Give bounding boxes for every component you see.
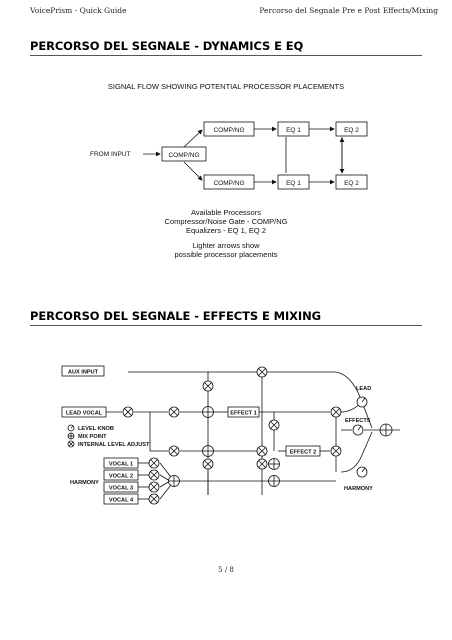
eq2-top-block: EQ 2 [335,121,368,137]
mix-point-icon [202,406,214,418]
internal-level-adjust-icon [256,366,268,378]
internal-level-adjust-icon [202,458,214,470]
section-title-effects-mixing: PERCORSO DEL SEGNALE - EFFECTS E MIXING [30,309,321,323]
internal-level-adjust-icon [168,406,180,418]
mix-point-icon [268,458,280,470]
internal-level-adjust-icon [148,481,160,493]
svg-text:COMP/NG: COMP/NG [168,152,199,159]
svg-text:LEAD VOCAL: LEAD VOCAL [66,411,103,417]
vocal-3-box: VOCAL 3 [103,481,139,493]
vocal-2-box: VOCAL 2 [103,469,139,481]
svg-text:COMP/NG: COMP/NG [213,127,244,134]
mix-point-icon [268,475,280,487]
output-mix-point-icon [379,423,393,437]
internal-level-adjust-icon [330,406,342,418]
effects-level-knob-icon [352,424,364,436]
harmony-knob-label: HARMONY [344,486,373,492]
harmony-label: HARMONY [70,480,99,486]
processors-line-1: Compressor/Noise Gate - COMP/NG [164,217,288,226]
header-right: Percorso del Segnale Pre e Post Effects/… [259,6,438,15]
internal-level-adjust-icon [168,445,180,457]
legend-level-knob-icon [67,424,75,432]
mix-point-icon [168,475,180,487]
svg-text:EFFECT 2: EFFECT 2 [290,450,316,456]
svg-text:VOCAL 2: VOCAL 2 [109,474,133,480]
legend-level-knob-label: LEVEL KNOB [78,426,114,432]
effect-2-box: EFFECT 2 [285,445,321,457]
dynamics-eq-diagram: COMP/NG EQ 1 EQ 2 FROM INPUT COMP/NG COM… [90,121,368,190]
header-left: VoicePrism - Quick Guide [30,6,127,15]
internal-level-adjust-icon [256,445,268,457]
section-title-dynamics-eq: PERCORSO DEL SEGNALE - DYNAMICS E EQ [30,39,304,53]
effects-knob-label: EFFECTS [345,418,371,424]
effect-1-box: EFFECT 1 [227,406,260,418]
note-line-2: possible processor placements [174,250,278,259]
effects-mixing-diagram: AUX INPUT LEAD VOCAL EFFECT 1 EFFECT 2 V… [61,365,400,505]
svg-text:AUX INPUT: AUX INPUT [68,370,99,376]
internal-level-adjust-icon [268,419,280,431]
svg-text:EQ 1: EQ 1 [286,180,301,187]
comp-ng-bottom-block: COMP/NG [203,174,255,190]
internal-level-adjust-icon [330,445,342,457]
legend-internal-level-label: INTERNAL LEVEL ADJUST [78,442,150,448]
eq2-bottom-block: EQ 2 [335,174,368,190]
svg-text:EQ 1: EQ 1 [286,127,301,134]
svg-text:VOCAL 3: VOCAL 3 [109,486,133,492]
eq1-top-block: EQ 1 [277,121,310,137]
svg-text:EFFECT 1: EFFECT 1 [230,411,256,417]
page-number: 5 / 8 [218,566,234,574]
internal-level-adjust-icon [148,469,160,481]
internal-level-adjust-icon [148,457,160,469]
svg-text:COMP/NG: COMP/NG [213,180,244,187]
internal-level-adjust-icon [148,493,160,505]
lead-vocal-box: LEAD VOCAL [61,406,107,418]
diagram-title: SIGNAL FLOW SHOWING POTENTIAL PROCESSOR … [107,82,345,91]
comp-ng-middle-block: COMP/NG [161,146,207,162]
svg-text:VOCAL 1: VOCAL 1 [109,462,133,468]
note-line-1: Lighter arrows show [192,241,260,250]
processors-line-2: Equalizers - EQ 1, EQ 2 [185,226,267,235]
internal-level-adjust-icon [202,380,214,392]
vocal-1-box: VOCAL 1 [103,457,139,469]
internal-level-adjust-icon [256,458,268,470]
svg-text:EQ 2: EQ 2 [344,127,359,134]
from-input-label: FROM INPUT [90,151,130,158]
harmony-level-knob-icon [356,466,368,478]
svg-text:VOCAL 4: VOCAL 4 [109,498,134,504]
internal-level-adjust-icon [122,406,134,418]
lead-knob-label: LEAD [356,386,371,392]
processors-heading: Available Processors [191,208,261,217]
mix-point-icon [202,445,214,457]
aux-input-box: AUX INPUT [61,365,105,377]
section-rule [30,325,422,326]
section-rule [30,55,422,56]
svg-text:EQ 2: EQ 2 [344,180,359,187]
vocal-4-box: VOCAL 4 [103,493,139,505]
eq1-bottom-block: EQ 1 [277,174,310,190]
internal-level-adjusters [122,366,342,505]
mix-points [168,406,280,487]
legend-mix-point-icon [67,432,75,440]
lead-level-knob-icon [356,396,368,408]
legend-internal-level-icon [67,440,75,448]
comp-ng-top-block: COMP/NG [203,121,255,137]
legend-mix-point-label: MIX POINT [78,434,107,440]
